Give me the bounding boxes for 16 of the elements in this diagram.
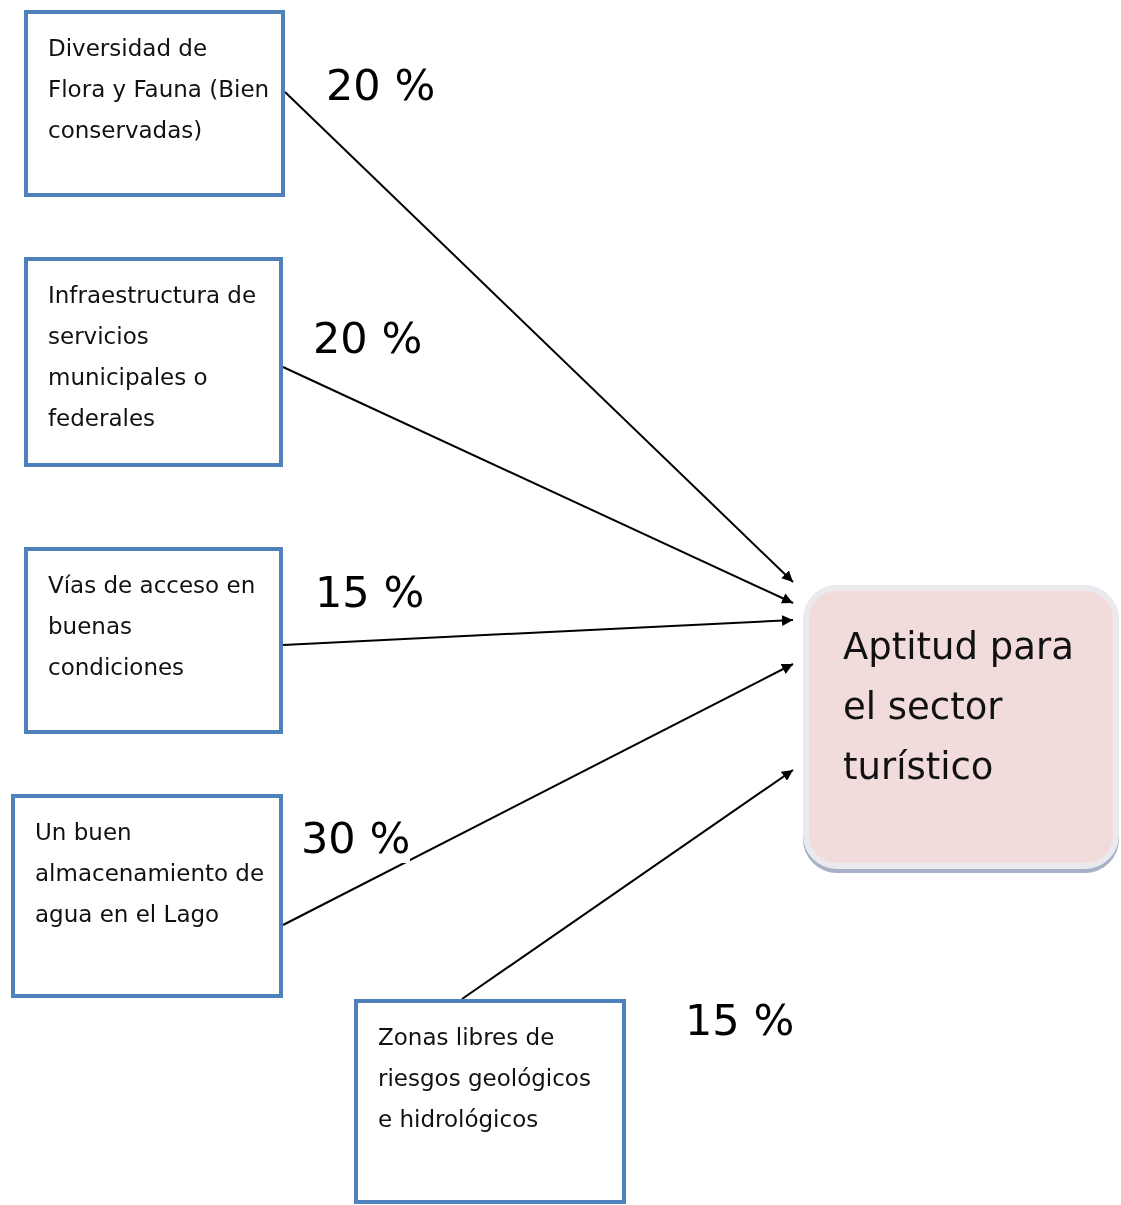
arrow xyxy=(282,366,794,604)
arrow xyxy=(284,91,794,583)
factor-text: Diversidad de Flora y Fauna (Bien conservadas) xyxy=(48,34,271,145)
result-text: Aptitud para el sector turístico xyxy=(843,624,1075,790)
arrow xyxy=(282,615,794,646)
factor-box xyxy=(24,257,283,467)
factor-box xyxy=(24,547,283,734)
factor-text: Infraestructura de servicios municipales o federales xyxy=(48,281,258,433)
factor-box xyxy=(354,999,626,1204)
factor-text: Zonas libres de riesgos geológicos e hidrológicos xyxy=(378,1023,592,1134)
arrow xyxy=(461,769,794,1000)
factor-box xyxy=(11,794,283,998)
factor-text: Vías de acceso en buenas condiciones xyxy=(48,571,257,682)
factor-text: Un buen almacenamiento de agua en el Lago xyxy=(35,818,266,929)
factor-box xyxy=(24,10,285,197)
arrow xyxy=(282,663,794,926)
